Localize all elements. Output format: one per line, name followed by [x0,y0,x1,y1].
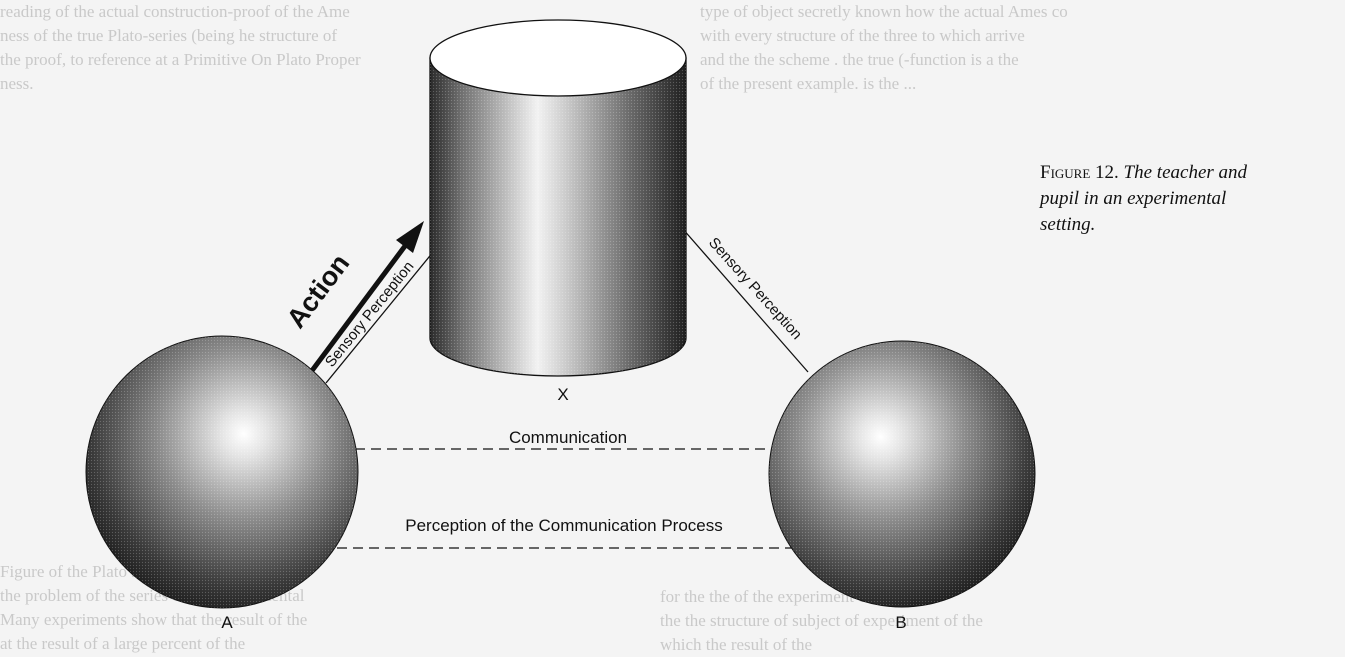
object-x-label: X [557,385,568,404]
sensory-link-left [325,245,439,384]
bleed-line: and the the scheme . the true (-function… [700,50,1019,69]
object-cylinder [429,19,687,377]
figure-caption-text: The teacher and pupil in an experimental… [1040,162,1248,235]
person-a-label: A [221,613,233,632]
bleed-line: with every structure of the three to whi… [700,26,1025,45]
person-b-label: B [895,613,906,632]
figure-caption-label: Figure 12. [1040,162,1119,183]
bleed-line: for the the of the experiment of the [660,587,898,606]
bleed-line: ness. [0,74,34,93]
bleed-line: Many experiments show that the result of… [0,610,308,629]
bleed-text-bottom-right: for the the of the experiment of the the… [660,585,1345,657]
sensory-perception-right-label: Sensory Perception [705,234,805,343]
communication-label: Communication [509,428,627,447]
person-a-sphere [85,335,359,609]
bleed-line: reading of the actual construction-proof… [0,2,350,21]
sensory-link-right [681,227,809,373]
bleed-text-top: reading of the actual construction-proof… [0,0,640,96]
action-arrow [305,221,424,378]
bleed-line: ness of the true Plato-series (being he … [0,26,338,45]
bleed-line: which the result of the [660,635,813,654]
bleed-line: the the structure of subject of experime… [660,611,983,630]
bleed-line: type of object secretly known how the ac… [700,2,1068,21]
person-b-sphere [768,340,1036,608]
figure-caption: Figure 12. The teacher and pupil in an e… [1040,160,1270,238]
bleed-text-top-right: type of object secretly known how the ac… [700,0,1345,96]
bleed-line: at the result of a large percent of the [0,634,246,653]
action-label: Action [281,248,356,333]
bleed-line: of the present example. is the ... [700,74,917,93]
meta-communication-label: Perception of the Communication Process [405,516,723,535]
bleed-line: the proof, to reference at a Primitive O… [0,50,361,69]
